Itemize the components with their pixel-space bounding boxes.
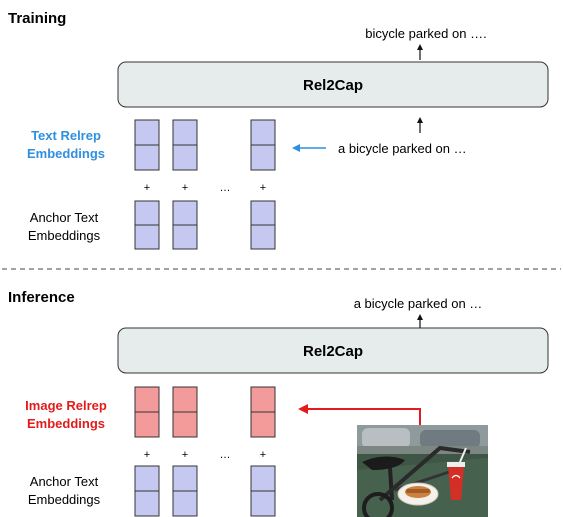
bicycle-and-food-photo [357,425,488,517]
training-input-caption: a bicycle parked on … [338,141,467,156]
training-anchor-column-2 [172,200,198,250]
inference-anchor-label-line2: Embeddings [28,492,101,507]
training-plus-3: + [260,182,266,194]
training-anchor-label-line2: Embeddings [28,228,101,243]
training-relrep-column-1 [134,119,160,171]
text-relrep-label-line1: Text Relrep [31,128,101,143]
inference-output-caption: a bicycle parked on … [354,296,483,311]
training-relrep-column-3 [250,119,276,171]
text-relrep-label-line2: Embeddings [27,146,105,161]
training-ellipsis: … [220,182,231,194]
inference-anchor-column-2 [172,465,198,517]
image-relrep-label-line1: Image Relrep [25,398,107,413]
inference-anchor-column-3 [250,465,276,517]
image-relrep-label-line2: Embeddings [27,416,105,431]
training-title: Training [8,10,66,27]
inference-relrep-column-1 [134,386,160,438]
inference-model-name: Rel2Cap [303,343,363,360]
inference-output-arrow [417,314,423,329]
training-plus-1: + [144,182,150,194]
training-model-box [117,61,549,108]
training-relrep-column-2 [172,119,198,171]
training-output-arrow [417,44,423,60]
inference-relrep-column-2 [172,386,198,438]
training-plus-2: + [182,182,188,194]
training-text-arrow [292,144,326,152]
inference-plus-1: + [144,449,150,461]
training-output-caption: bicycle parked on …. [365,26,486,41]
inference-plus-2: + [182,449,188,461]
training-model-name: Rel2Cap [303,77,363,94]
training-anchor-column-1 [134,200,160,250]
inference-title: Inference [8,289,75,306]
inference-relrep-column-3 [250,386,276,438]
inference-anchor-column-1 [134,465,160,517]
inference-image-arrow [298,404,421,428]
training-anchor-column-3 [250,200,276,250]
training-anchor-label-line1: Anchor Text [30,210,99,225]
inference-anchor-label-line1: Anchor Text [30,474,99,489]
training-input-arrow-up [417,117,423,133]
inference-plus-3: + [260,449,266,461]
inference-ellipsis: … [220,449,231,461]
inference-model-box [117,327,549,374]
